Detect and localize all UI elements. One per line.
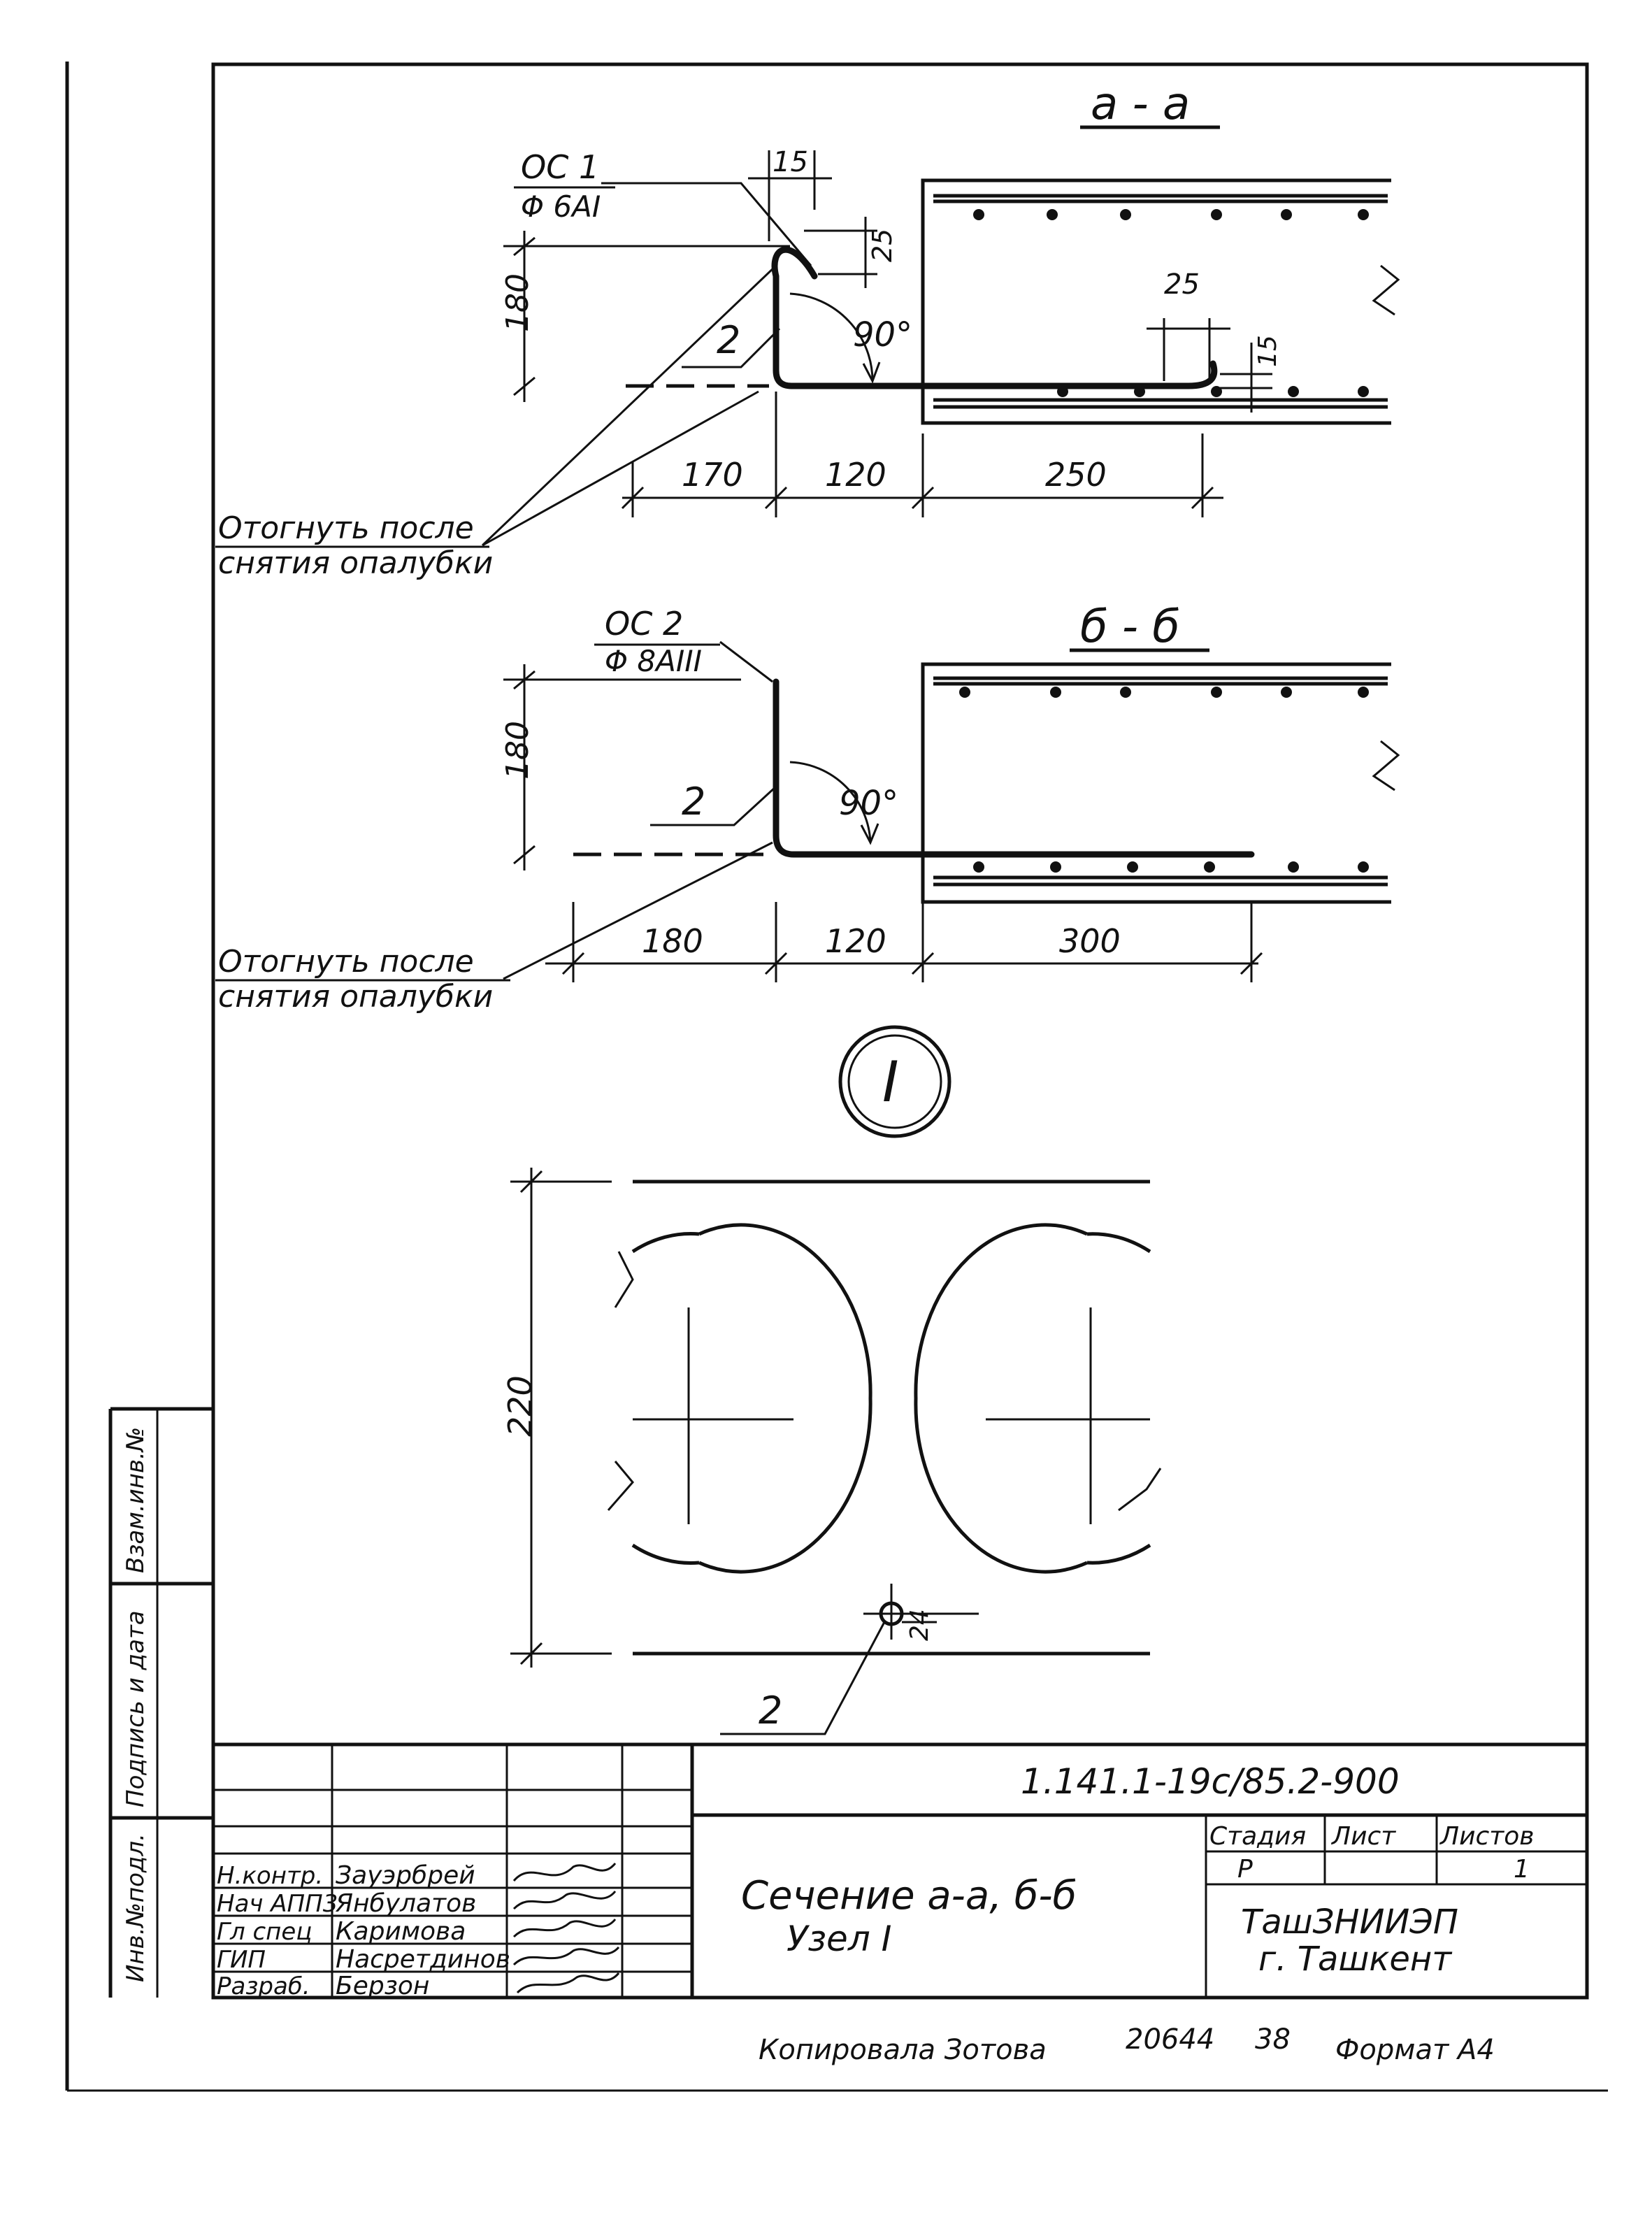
svg-text:Копировала Зотова: Копировала Зотова <box>759 2034 1047 2066</box>
rebar-dia-bb: Φ 8АIII <box>605 644 702 678</box>
svg-text:25: 25 <box>867 229 898 262</box>
footer: Копировала Зотова 20644 38 Формат А4 <box>759 2023 1495 2066</box>
pos-aa: 2 <box>717 318 740 362</box>
sheet-frame <box>65 62 1608 2092</box>
sheet-title-1: Сечение а-а, б-б <box>741 1873 1077 1919</box>
svg-text:180: 180 <box>500 721 536 780</box>
svg-text:38: 38 <box>1255 2023 1291 2056</box>
svg-text:90°: 90° <box>853 315 912 354</box>
svg-text:90°: 90° <box>839 784 898 823</box>
sheet-title-2: Узел I <box>787 1919 891 1959</box>
node-pos: 2 <box>759 1689 782 1733</box>
rebar-os2 <box>773 678 1255 858</box>
section-bb-title: б - б <box>1080 601 1180 653</box>
svg-text:Р: Р <box>1237 1855 1253 1884</box>
svg-text:Зауэрбрей: Зауэрбрей <box>336 1861 475 1890</box>
svg-text:Подпись и дата: Подпись и дата <box>122 1610 150 1807</box>
svg-text:25: 25 <box>1164 268 1200 301</box>
svg-text:15: 15 <box>1254 335 1282 367</box>
svg-text:Взам.инв.№: Взам.инв.№ <box>122 1427 150 1573</box>
org-name: ТашЗНИИЭП <box>1241 1902 1458 1942</box>
section-bb: б - б 90° 180 <box>215 601 1400 1015</box>
svg-text:1: 1 <box>1514 1855 1530 1884</box>
svg-text:220: 220 <box>501 1375 539 1437</box>
svg-text:180: 180 <box>642 922 703 960</box>
svg-text:Гл спец: Гл спец <box>217 1918 312 1946</box>
doc-code: 1.141.1-19с/85.2-900 <box>1021 1761 1400 1802</box>
svg-text:Разраб.: Разраб. <box>217 1972 310 2000</box>
svg-text:Стадия: Стадия <box>1209 1822 1306 1851</box>
note-bb-2: снятия опалубки <box>218 979 493 1015</box>
svg-text:250: 250 <box>1045 456 1107 494</box>
note-aa-1: Отогнуть после <box>218 510 474 546</box>
signatures <box>512 1863 620 1994</box>
title-block: 1.141.1-19с/85.2-900 Н.контр. Нач АПП3 Г… <box>213 1742 1587 2000</box>
note-aa-2: снятия опалубки <box>218 545 493 581</box>
rebar-mark-aa: ОС 1 <box>521 148 599 186</box>
node-i: I 220 24 2 <box>501 1025 1162 1735</box>
svg-text:20644: 20644 <box>1126 2023 1214 2056</box>
note-bb-1: Отогнуть после <box>218 944 474 980</box>
svg-text:Насретдинов: Насретдинов <box>336 1945 510 1974</box>
svg-text:Нач АПП3: Нач АПП3 <box>217 1890 338 1918</box>
svg-text:15: 15 <box>773 146 808 178</box>
svg-text:Каримова: Каримова <box>336 1917 466 1946</box>
rebar-dia-aa: Φ 6АI <box>521 189 601 224</box>
svg-text:Инв.№подл.: Инв.№подл. <box>122 1833 150 1982</box>
svg-text:300: 300 <box>1059 922 1121 960</box>
svg-text:Формат А4: Формат А4 <box>1335 2034 1495 2066</box>
svg-text:Лист: Лист <box>1330 1822 1396 1851</box>
svg-text:Берзон: Берзон <box>336 1972 429 2000</box>
beam-bb <box>921 662 1400 904</box>
svg-text:170: 170 <box>682 456 743 494</box>
section-aa-title: а - а <box>1091 78 1190 130</box>
svg-text:Янбулатов: Янбулатов <box>335 1889 476 1918</box>
node-label: I <box>882 1049 899 1114</box>
rebar-mark-bb: ОС 2 <box>605 605 683 643</box>
section-aa: а - а 90° <box>215 78 1400 581</box>
side-stamp: Инв.№подл. Подпись и дата Взам.инв.№ <box>108 1407 213 1998</box>
svg-text:ГИП: ГИП <box>217 1946 266 1974</box>
rebar-os1 <box>771 246 1218 389</box>
org-city: г. Ташкент <box>1258 1940 1453 1979</box>
svg-text:24: 24 <box>905 1609 934 1641</box>
svg-text:Листов: Листов <box>1439 1822 1534 1851</box>
svg-text:Н.контр.: Н.контр. <box>217 1862 323 1890</box>
svg-text:180: 180 <box>500 273 536 332</box>
svg-text:120: 120 <box>825 456 886 494</box>
svg-text:120: 120 <box>825 922 886 960</box>
pos-bb: 2 <box>682 780 705 824</box>
